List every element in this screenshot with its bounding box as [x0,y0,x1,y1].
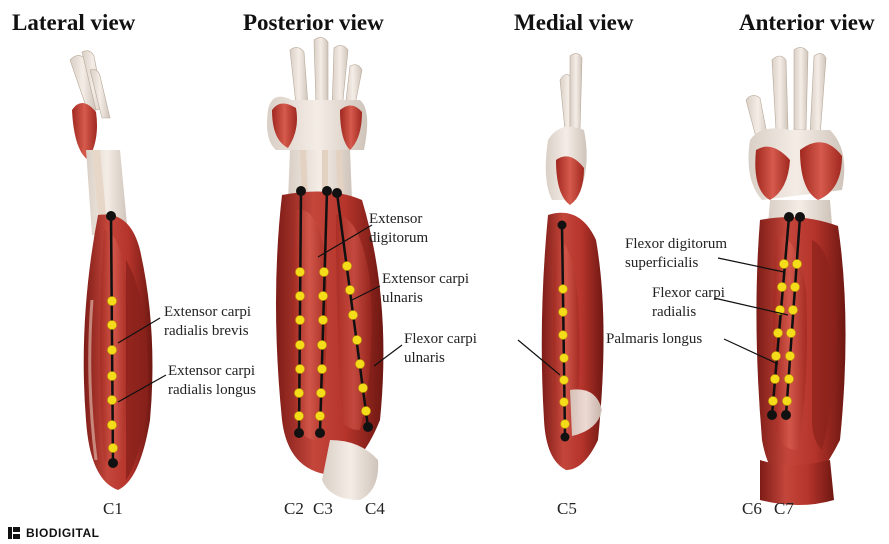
label-line: Flexor carpi ulnaris [404,330,477,368]
label-extensor-carpi-ulnaris: Extensor carpi ulnaris [382,270,469,308]
label-extensor-digitorum: Extensor digitorum [369,210,428,248]
label-flexor-carpi-ulnaris: Flexor carpi ulnaris [404,330,477,368]
biodigital-logo-text: BIODIGITAL [26,526,99,540]
channel-label-c3: C3 [313,499,333,519]
channel-label-c5: C5 [557,499,577,519]
channel-label-c7: C7 [774,499,794,519]
biodigital-logo: BIODIGITAL [8,526,99,540]
label-palmaris-longus: Palmaris longus [606,330,702,349]
label-flexor-carpi-radialis: Flexor carpi radialis [652,284,725,322]
label-line: Flexor digitorum superficialis [625,235,727,273]
medial-forearm [542,53,604,470]
label-line: Flexor carpi radialis [652,284,725,322]
label-line: Extensor carpi radialis longus [168,362,256,400]
channel-label-c1: C1 [103,499,123,519]
title-posterior-view: Posterior view [243,10,384,36]
biodigital-logo-icon [8,527,20,539]
title-anterior-view: Anterior view [739,10,875,36]
label-line: Extensor carpi radialis brevis [164,303,251,341]
channel-label-c4: C4 [365,499,385,519]
label-line: Extensor digitorum [369,210,428,248]
label-extensor-carpi-radialis-brevis: Extensor carpi radialis brevis [164,303,251,341]
title-medial-view: Medial view [514,10,633,36]
label-extensor-carpi-radialis-longus: Extensor carpi radialis longus [168,362,256,400]
channel-label-c2: C2 [284,499,304,519]
channel-label-c6: C6 [742,499,762,519]
title-lateral-view: Lateral view [12,10,135,36]
label-flexor-digitorum-superficialis: Flexor digitorum superficialis [625,235,727,273]
label-line: Extensor carpi ulnaris [382,270,469,308]
